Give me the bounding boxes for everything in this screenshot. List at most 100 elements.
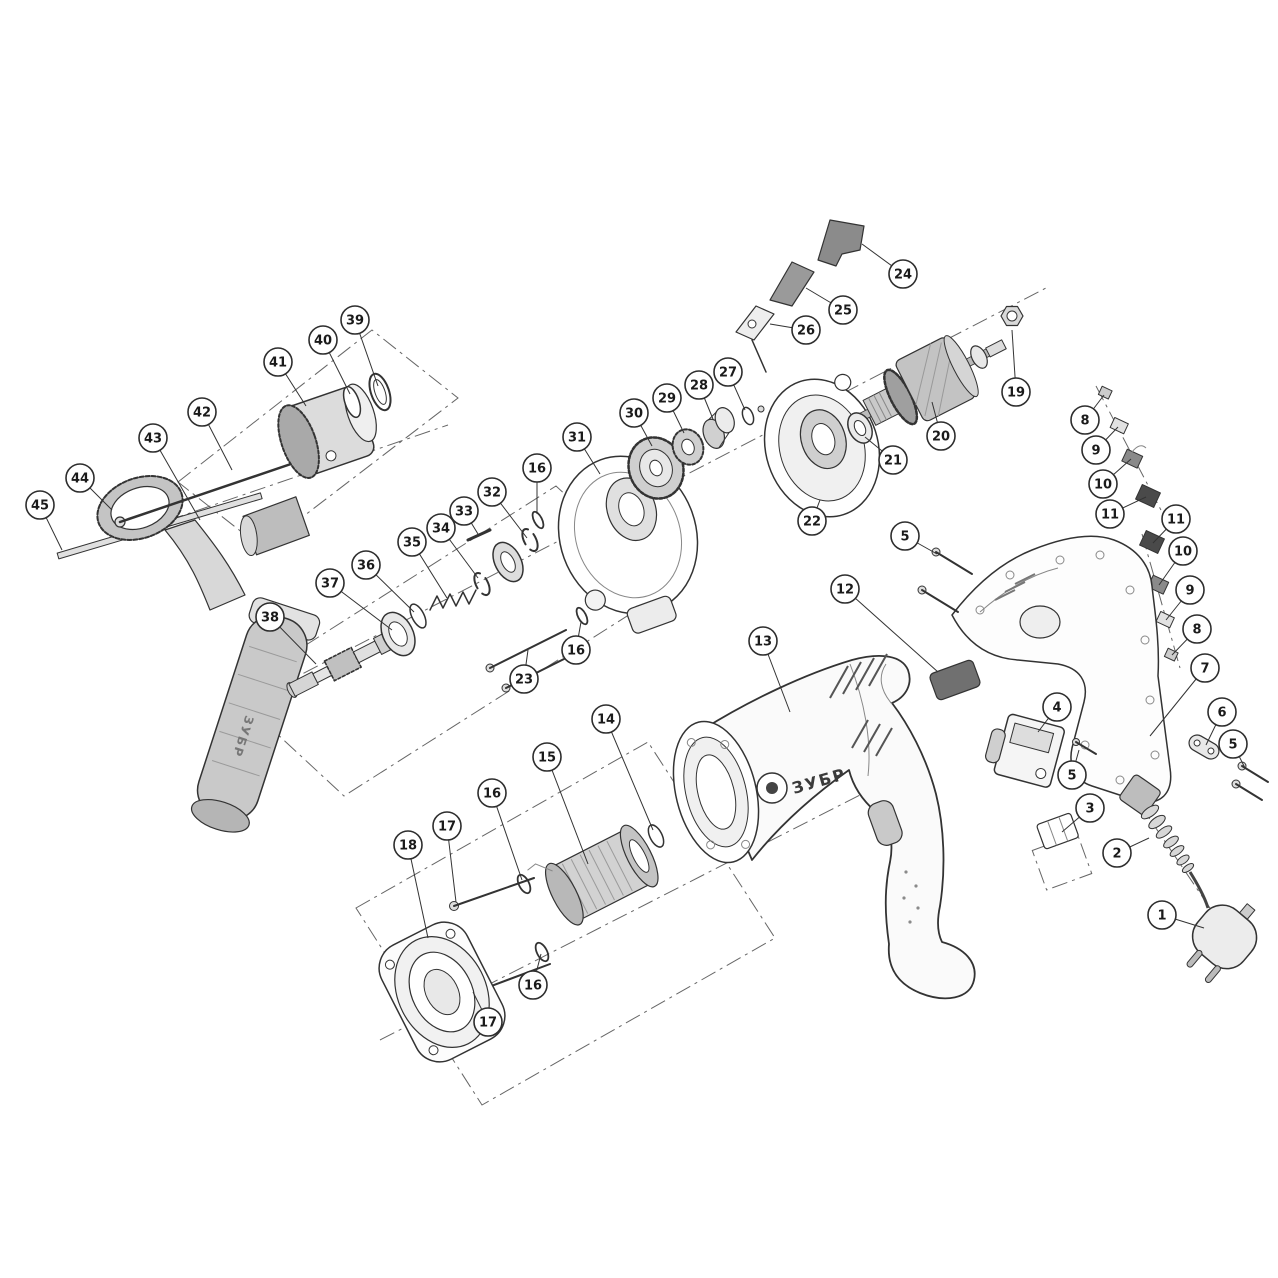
callout-37-label: 37 — [321, 577, 339, 592]
part-chuck — [277, 383, 377, 479]
part-sleeve-28 — [702, 407, 735, 449]
part-washer-14 — [647, 824, 665, 848]
callout-20-label: 20 — [932, 430, 950, 445]
callout-36 — [351, 550, 381, 580]
callout-37 — [315, 568, 345, 598]
callout-35-label: 35 — [403, 536, 421, 551]
part-side-handle: ЗУБР — [190, 597, 321, 833]
callout-22-label: 22 — [803, 515, 821, 530]
callout-8 — [1070, 405, 1100, 435]
leader-14 — [605, 718, 654, 831]
callout-28 — [684, 370, 714, 400]
callout-10 — [1088, 469, 1118, 499]
callout-29-label: 29 — [658, 392, 676, 407]
part-bearing-37 — [380, 611, 416, 657]
callout-2-label: 2 — [1112, 847, 1121, 862]
callout-41-label: 41 — [269, 356, 287, 371]
part-spindle-shaft — [286, 633, 392, 698]
callout-32 — [477, 477, 507, 507]
part-gear-30 — [627, 436, 685, 500]
callout-10 — [1168, 536, 1198, 566]
part-ball — [757, 405, 765, 413]
part-washer-36 — [409, 603, 427, 629]
part-pin-33 — [466, 528, 492, 542]
callout-9 — [1175, 575, 1205, 605]
callout-30 — [619, 398, 649, 428]
part-terminal-6 — [1188, 734, 1220, 760]
callout-28-label: 28 — [690, 379, 708, 394]
callout-39 — [340, 305, 370, 335]
callout-5 — [1057, 760, 1087, 790]
callout-5 — [1218, 729, 1248, 759]
callout-5 — [890, 521, 920, 551]
callout-23-label: 23 — [515, 673, 533, 688]
callout-23 — [509, 664, 539, 694]
trigger — [867, 800, 903, 846]
part-ring-16 — [534, 941, 550, 963]
part-switch — [985, 713, 1065, 788]
callout-15 — [532, 742, 562, 772]
callout-43-label: 43 — [144, 432, 162, 447]
part-bracket-26 — [735, 305, 775, 373]
callout-16-label: 16 — [567, 644, 585, 659]
callout-18-label: 18 — [399, 839, 417, 854]
part-circlip-32 — [521, 527, 539, 553]
part-capacitor — [929, 659, 981, 701]
callout-8 — [1182, 614, 1212, 644]
callout-16-label: 16 — [528, 462, 546, 477]
callout-10-label: 10 — [1094, 478, 1112, 493]
part-screw-5 — [1072, 738, 1097, 755]
part-nut-19 — [1000, 305, 1024, 327]
callout-5-label: 5 — [900, 530, 909, 545]
callout-26-label: 26 — [797, 324, 815, 339]
callout-45-label: 45 — [31, 499, 49, 514]
callout-30-label: 30 — [625, 407, 643, 422]
callout-40-label: 40 — [314, 334, 332, 349]
leader-16 — [491, 792, 523, 881]
callout-9 — [1081, 435, 1111, 465]
callout-31-label: 31 — [568, 431, 586, 446]
callout-39-label: 39 — [346, 314, 364, 329]
callout-16-label: 16 — [524, 979, 542, 994]
callout-40 — [308, 325, 338, 355]
callout-25 — [828, 295, 858, 325]
callout-16-label: 16 — [483, 787, 501, 802]
part-cable-clamp — [1036, 812, 1079, 850]
callout-27-label: 27 — [719, 366, 737, 381]
part-screws-5-right — [1231, 761, 1269, 801]
part-lever-25 — [769, 261, 815, 307]
part-ring-16 — [531, 510, 545, 530]
part-circlip-34 — [473, 571, 491, 597]
callout-10-label: 10 — [1174, 545, 1192, 560]
callout-16 — [477, 778, 507, 808]
callout-9-label: 9 — [1185, 584, 1194, 599]
callout-44-label: 44 — [71, 472, 89, 487]
callout-17 — [432, 811, 462, 841]
callout-32-label: 32 — [483, 486, 501, 501]
callout-4-label: 4 — [1052, 701, 1061, 716]
part-lever-24 — [817, 219, 865, 267]
callout-4 — [1042, 692, 1072, 722]
callout-5-label: 5 — [1228, 738, 1237, 753]
part-bearing-disc — [492, 541, 524, 583]
callout-33 — [449, 496, 479, 526]
callout-12-label: 12 — [836, 583, 854, 598]
callout-16 — [522, 453, 552, 483]
callout-14 — [591, 704, 621, 734]
callout-7 — [1190, 653, 1220, 683]
callout-34-label: 34 — [432, 522, 450, 537]
callout-21 — [878, 445, 908, 475]
callout-16 — [561, 635, 591, 665]
callout-15-label: 15 — [538, 751, 556, 766]
part-handle-arm — [164, 519, 246, 611]
callout-11 — [1161, 504, 1191, 534]
callout-43 — [138, 423, 168, 453]
callout-7-label: 7 — [1200, 662, 1209, 677]
callout-26 — [791, 315, 821, 345]
callout-19 — [1001, 377, 1031, 407]
part-gear-29 — [671, 428, 705, 466]
callout-11 — [1095, 499, 1125, 529]
callout-13-label: 13 — [754, 635, 772, 650]
